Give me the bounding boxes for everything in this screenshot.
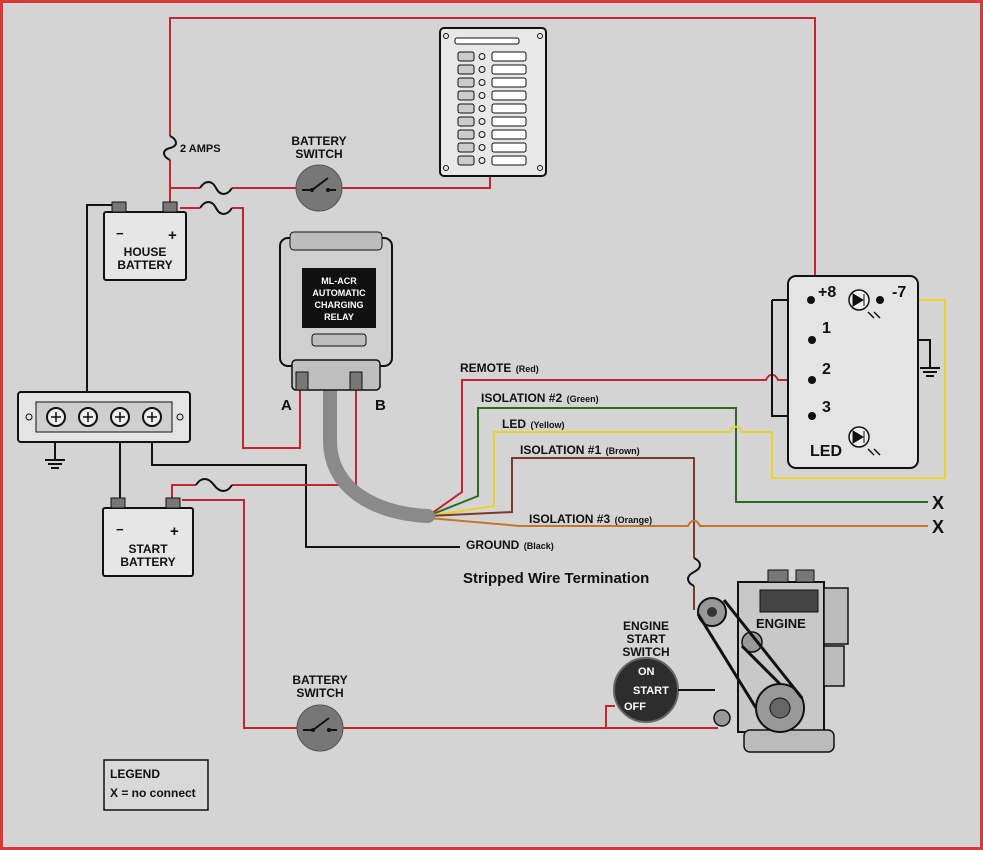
- battery-switch-bottom: BATTERY SWITCH: [292, 673, 348, 752]
- wire-labels: 2 AMPS REMOTE (Red) ISOLATION #2 (Green)…: [180, 143, 944, 587]
- led-symbol-top: [848, 289, 881, 319]
- start-battery: − + START BATTERY: [102, 497, 194, 577]
- fuse-2-amps: [163, 135, 177, 161]
- breaker-panel: [439, 27, 547, 177]
- isolation-3-label: ISOLATION #3 (Orange): [529, 510, 652, 527]
- house-battery-minus: −: [116, 226, 124, 241]
- isolation-1-label-main: ISOLATION #1: [520, 443, 601, 457]
- relay-label-line-2: AUTOMATIC: [312, 288, 366, 298]
- engine-switch-on: ON: [638, 666, 655, 678]
- engine-switch-off: OFF: [624, 701, 646, 713]
- ground-symbol-panel: [920, 340, 940, 377]
- breaker-row: [457, 90, 527, 101]
- engine-start-label-2: START: [626, 632, 666, 646]
- ground-label: GROUND (Black): [466, 536, 554, 553]
- house-battery-label-1: HOUSE: [124, 245, 167, 259]
- legend-title: LEGEND: [110, 767, 160, 781]
- relay-terminal-b: B: [375, 397, 386, 414]
- ground-label-color: (Black): [524, 541, 554, 551]
- legend: LEGEND X = no connect: [103, 759, 209, 811]
- panel-terminal-3: 3: [822, 399, 831, 416]
- breaker-row: [457, 103, 527, 114]
- breaker-row: [457, 64, 527, 75]
- engine-start-label-3: SWITCH: [622, 645, 669, 659]
- panel-plus-8: +8: [818, 284, 836, 301]
- fuse-top-1: [199, 181, 233, 195]
- wire-engine-start-switch: [605, 705, 615, 728]
- engine-switch-start: START: [633, 685, 669, 697]
- isolation-1-label-color: (Brown): [606, 446, 640, 456]
- battery-switch-bottom-label-1: BATTERY: [292, 673, 347, 687]
- battery-switch-bottom-label-2: SWITCH: [296, 686, 343, 700]
- relay-label-line-1: ML-ACR: [321, 276, 357, 286]
- wire-isolation-2-green: [427, 407, 928, 517]
- isolation-3-label-color: (Orange): [615, 515, 653, 525]
- engine-start-switch: ENGINE START SWITCH ON START OFF: [613, 619, 715, 723]
- battery-switch-top: BATTERY SWITCH: [291, 134, 347, 212]
- house-battery-label-2: BATTERY: [117, 258, 172, 272]
- panel-terminal-2: 2: [822, 361, 831, 378]
- remote-label-color: (Red): [516, 364, 539, 374]
- ground-symbol-bus: [45, 440, 65, 469]
- isolation-2-label: ISOLATION #2 (Green): [481, 389, 599, 406]
- house-battery-plus: +: [168, 227, 177, 244]
- breaker-row: [457, 129, 527, 140]
- breaker-row: [457, 116, 527, 127]
- house-battery: − + HOUSE BATTERY: [103, 201, 187, 281]
- isolation-3-label-main: ISOLATION #3: [529, 512, 610, 526]
- wire-house-to-battery-switch: [169, 172, 491, 205]
- led-remote-panel: +8 -7 1 2 3 LED: [787, 275, 919, 469]
- ground-label-main: GROUND: [466, 538, 520, 552]
- wire-start-to-lower-switch: [182, 499, 718, 729]
- no-connect-x-orange: X: [932, 517, 944, 537]
- relay-cable-sleeve: [323, 385, 435, 523]
- relay-label-line-4: RELAY: [324, 312, 354, 322]
- panel-minus-7: -7: [892, 284, 906, 301]
- isolation-1-label: ISOLATION #1 (Brown): [520, 441, 640, 458]
- stripped-wire-termination-label: Stripped Wire Termination: [463, 570, 649, 587]
- fuse-2-amps-label: 2 AMPS: [180, 143, 221, 155]
- led-wire-label: LED (Yellow): [502, 415, 564, 432]
- led-wire-label-color: (Yellow): [530, 420, 564, 430]
- wire-isolation-3-orange: [427, 517, 928, 527]
- engine: ENGINE: [696, 569, 849, 753]
- breaker-row: [457, 142, 527, 153]
- wire-led-yellow: [427, 299, 946, 517]
- led-wire-label-main: LED: [502, 417, 526, 431]
- wire-bus-ground-black: [151, 405, 460, 548]
- relay-label-line-3: CHARGING: [315, 300, 364, 310]
- breaker-row: [457, 155, 527, 166]
- no-connect-x-green: X: [932, 493, 944, 513]
- engine-start-label-1: ENGINE: [623, 619, 669, 633]
- fuse-start: [195, 478, 233, 492]
- relay-terminal-a: A: [281, 397, 292, 414]
- breaker-row: [457, 51, 527, 62]
- stripped-wire-squiggle: [687, 557, 701, 587]
- remote-label-main: REMOTE: [460, 361, 511, 375]
- battery-switch-top-label-1: BATTERY: [291, 134, 346, 148]
- breaker-row: [457, 77, 527, 88]
- panel-terminal-1: 1: [822, 320, 831, 337]
- wire-isolation-1-brown: [427, 457, 695, 610]
- fuse-top-2: [199, 201, 233, 215]
- isolation-2-label-color: (Green): [567, 394, 599, 404]
- start-battery-plus: +: [170, 523, 179, 540]
- isolation-2-label-main: ISOLATION #2: [481, 391, 562, 405]
- wire-house-to-relay-a: [180, 207, 301, 449]
- wire-house-negative-to-bus: [86, 204, 117, 405]
- start-battery-label-1: START: [128, 542, 168, 556]
- remote-label: REMOTE (Red): [460, 359, 539, 376]
- battery-switch-top-label-2: SWITCH: [295, 147, 342, 161]
- engine-label: ENGINE: [756, 616, 806, 631]
- wire-remote-red: [427, 373, 812, 517]
- start-battery-label-2: BATTERY: [120, 555, 175, 569]
- start-battery-minus: −: [116, 522, 124, 537]
- ml-acr-relay: ML-ACR AUTOMATIC CHARGING RELAY A B: [279, 231, 393, 414]
- panel-led-label: LED: [810, 443, 842, 460]
- led-symbol-bottom: [848, 426, 881, 456]
- legend-x-no-connect: X = no connect: [110, 786, 196, 800]
- bus-bar: [17, 391, 191, 443]
